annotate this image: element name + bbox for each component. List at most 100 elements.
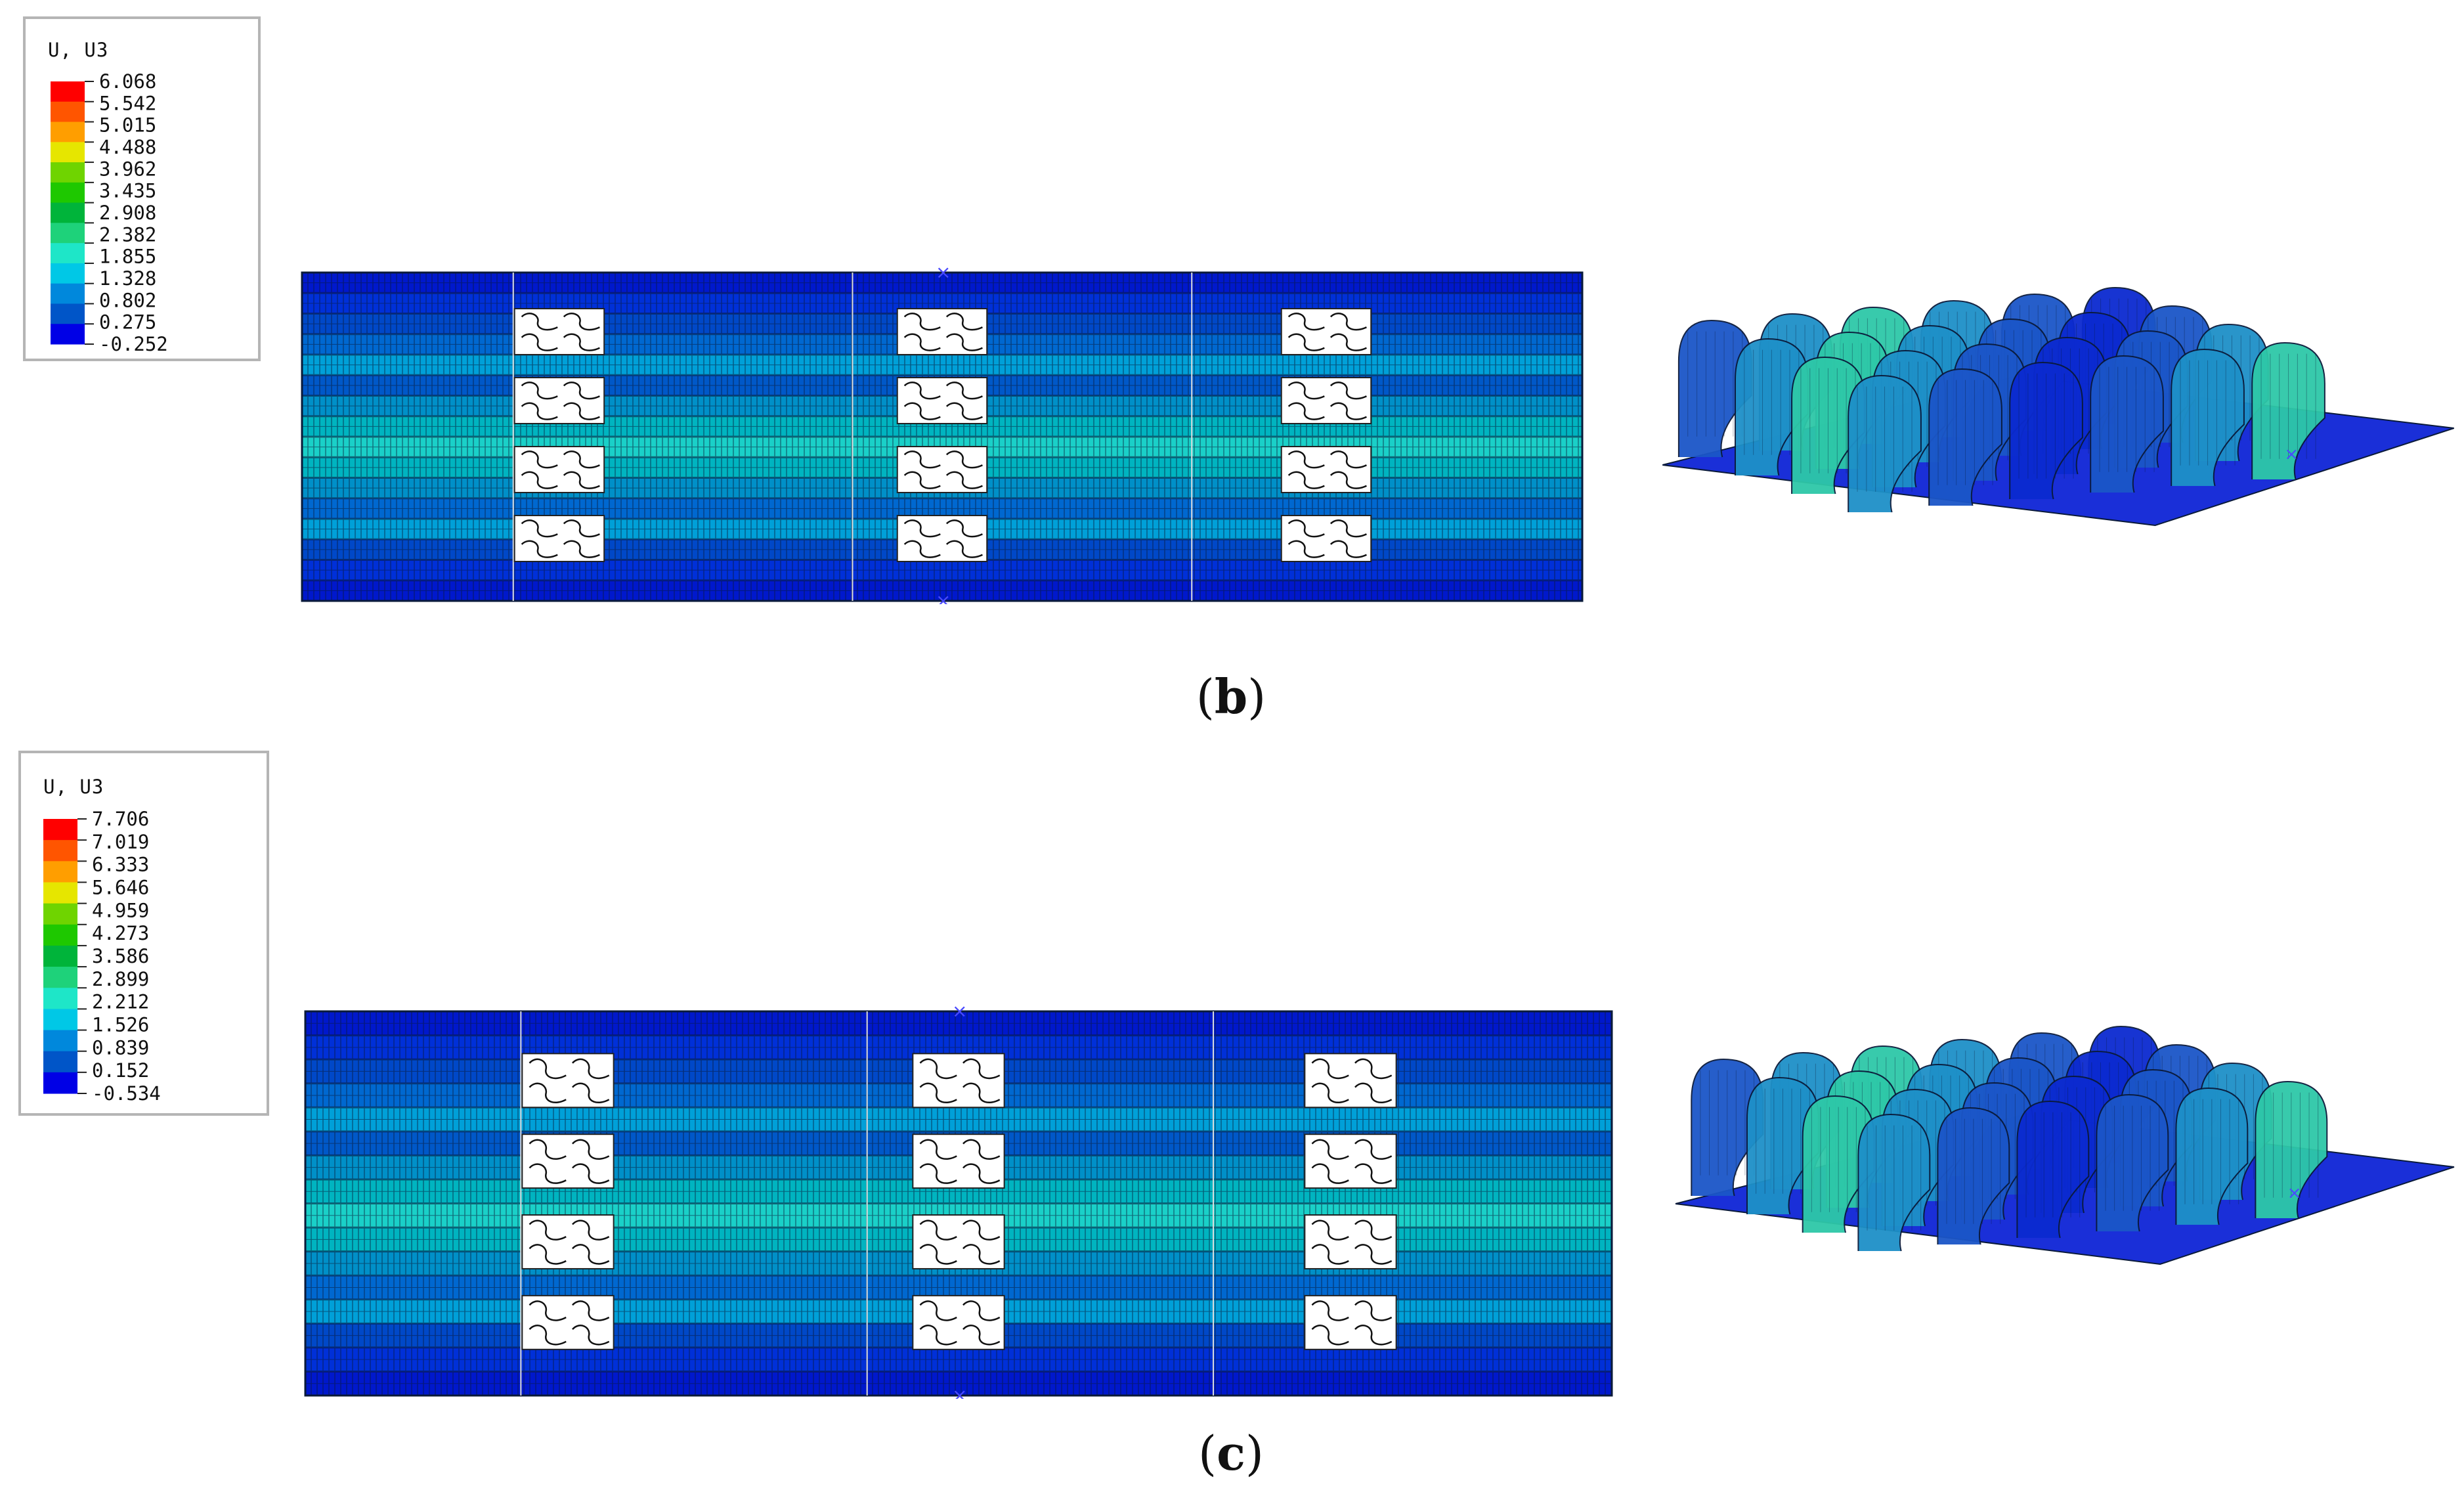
- clip-block: [1280, 377, 1372, 424]
- reference-marker: ×: [952, 1384, 967, 1399]
- isometric-view-c: ×: [1675, 1025, 2455, 1265]
- spring-curve: [1329, 471, 1367, 489]
- legend-value: 3.435: [99, 180, 156, 202]
- legend-band: [43, 1009, 77, 1031]
- legend-band: [51, 162, 85, 183]
- legend-value: 4.959: [92, 899, 149, 921]
- legend-value: 3.962: [99, 158, 156, 180]
- legend-value: 2.382: [99, 223, 156, 246]
- legend-band: [43, 903, 77, 925]
- spring-curve: [1311, 1244, 1349, 1265]
- legend-value: 3.586: [92, 945, 149, 967]
- spring-curve: [919, 1244, 957, 1265]
- spring-curve: [521, 313, 558, 331]
- clip-block: [912, 1294, 1005, 1350]
- spring-curve: [962, 1220, 1001, 1241]
- spring-curve: [945, 519, 983, 538]
- clip-arch: [2251, 341, 2325, 480]
- caption-letter-b: b: [1214, 669, 1248, 724]
- spring-curve: [572, 1220, 610, 1241]
- clip-block: [896, 515, 988, 562]
- legend-value: 4.273: [92, 922, 149, 944]
- legend-band: [51, 202, 85, 223]
- legend-band: [43, 1051, 77, 1073]
- legend-band: [43, 967, 77, 988]
- spring-curve: [521, 333, 558, 351]
- caption-c: (c): [1198, 1425, 1264, 1481]
- spring-curve: [572, 1058, 610, 1080]
- spring-curve: [945, 451, 983, 469]
- spring-curve: [1287, 382, 1325, 400]
- legend-band: [51, 182, 85, 204]
- legend-value: 0.152: [92, 1059, 149, 1082]
- legend-band: [51, 303, 85, 324]
- clip-block: [1304, 1294, 1397, 1350]
- legend-value: 4.488: [99, 136, 156, 158]
- reference-marker: ×: [2284, 445, 2299, 464]
- spring-curve: [903, 313, 941, 331]
- reference-marker: ×: [2287, 1183, 2302, 1203]
- legend-value: 2.899: [92, 968, 149, 990]
- clip-block: [513, 515, 605, 562]
- spring-curve: [1287, 451, 1325, 469]
- clip-block: [1280, 515, 1372, 562]
- spring-curve: [563, 382, 600, 400]
- spring-curve: [962, 1300, 1001, 1321]
- spring-curve: [521, 540, 558, 558]
- spring-curve: [919, 1325, 957, 1346]
- spring-curve: [919, 1163, 957, 1184]
- legend-band: [43, 1030, 77, 1052]
- spring-curve: [1311, 1220, 1349, 1241]
- clip-block: [912, 1133, 1005, 1189]
- spring-curve: [903, 451, 941, 469]
- spring-curve: [962, 1325, 1001, 1346]
- spring-curve: [572, 1300, 610, 1321]
- spring-curve: [563, 471, 600, 489]
- spring-curve: [529, 1244, 567, 1265]
- legend-value: 2.908: [99, 202, 156, 224]
- legend-value: 5.015: [99, 114, 156, 137]
- clip-arch: [2255, 1080, 2328, 1219]
- legend-scale-b: 6.0685.5425.0154.4883.9623.4352.9082.382…: [51, 70, 168, 355]
- clip-block: [1280, 308, 1372, 355]
- spring-curve: [1329, 313, 1367, 331]
- spring-curve: [919, 1139, 957, 1160]
- clip-arch: [1857, 1113, 1931, 1252]
- plan-view-b: ××: [301, 266, 1584, 604]
- legend-value: 2.212: [92, 991, 149, 1013]
- spring-curve: [529, 1163, 567, 1184]
- spring-curve: [1311, 1139, 1349, 1160]
- spring-curve: [563, 333, 600, 351]
- clip-arch: [1691, 1058, 1764, 1197]
- legend-band: [51, 324, 85, 345]
- spring-curve: [1354, 1139, 1393, 1160]
- clip-arch: [2175, 1087, 2249, 1225]
- spring-curve: [903, 519, 941, 538]
- spring-curve: [1329, 540, 1367, 558]
- spring-curve: [572, 1244, 610, 1265]
- spring-curve: [529, 1220, 567, 1241]
- clip-block: [1280, 446, 1372, 493]
- spring-curve: [563, 519, 600, 538]
- clip-arch: [1735, 338, 1809, 476]
- spring-curve: [903, 333, 941, 351]
- spring-curve: [1329, 382, 1367, 400]
- caption-b: (b): [1196, 669, 1266, 724]
- spring-curve: [962, 1244, 1001, 1265]
- spring-curve: [1354, 1325, 1393, 1346]
- spring-curve: [1354, 1082, 1393, 1103]
- spring-curve: [563, 540, 600, 558]
- spring-curve: [1287, 313, 1325, 331]
- spring-curve: [919, 1300, 957, 1321]
- spring-curve: [962, 1058, 1001, 1080]
- legend-value: -0.252: [99, 333, 168, 355]
- spring-curve: [945, 313, 983, 331]
- clip-block: [896, 308, 988, 355]
- legend-value: 7.706: [92, 808, 149, 830]
- legend-band: [43, 945, 77, 967]
- spring-curve: [1329, 519, 1367, 538]
- clip-block: [521, 1214, 615, 1269]
- spring-curve: [903, 382, 941, 400]
- legend-band: [51, 243, 85, 264]
- spring-curve: [529, 1300, 567, 1321]
